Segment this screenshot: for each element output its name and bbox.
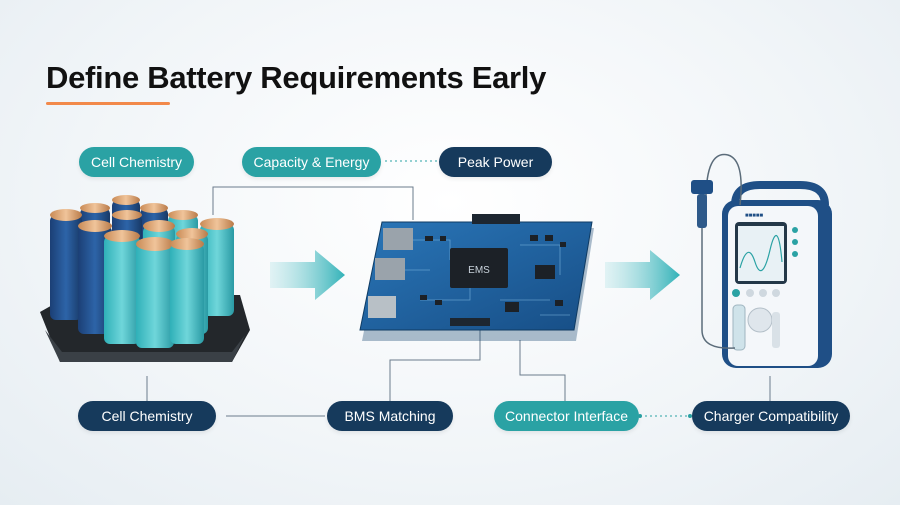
title-underline (46, 102, 170, 105)
connector-board-connector (519, 340, 566, 402)
connector-capacity-board (212, 186, 414, 220)
connector-board-bms (389, 330, 481, 402)
connector-interface-label: Connector Interface (494, 401, 639, 431)
arrow-right-icon (270, 250, 345, 300)
ems-chip-label: EMS (468, 265, 490, 276)
arrow-right-icon (605, 250, 680, 300)
cell-chemistry-top-label: Cell Chemistry (79, 147, 194, 177)
page-title: Define Battery Requirements Early (46, 60, 547, 95)
header-connector (472, 214, 520, 224)
bms-matching-label: BMS Matching (327, 401, 453, 431)
capacity-energy-label: Capacity & Energy (242, 147, 381, 177)
svg-text:■■■■■: ■■■■■ (745, 213, 763, 219)
cell-chemistry-bottom-label: Cell Chemistry (78, 401, 216, 431)
charger-compatibility-label: Charger Compatibility (692, 401, 850, 431)
peak-power-label: Peak Power (439, 147, 552, 177)
